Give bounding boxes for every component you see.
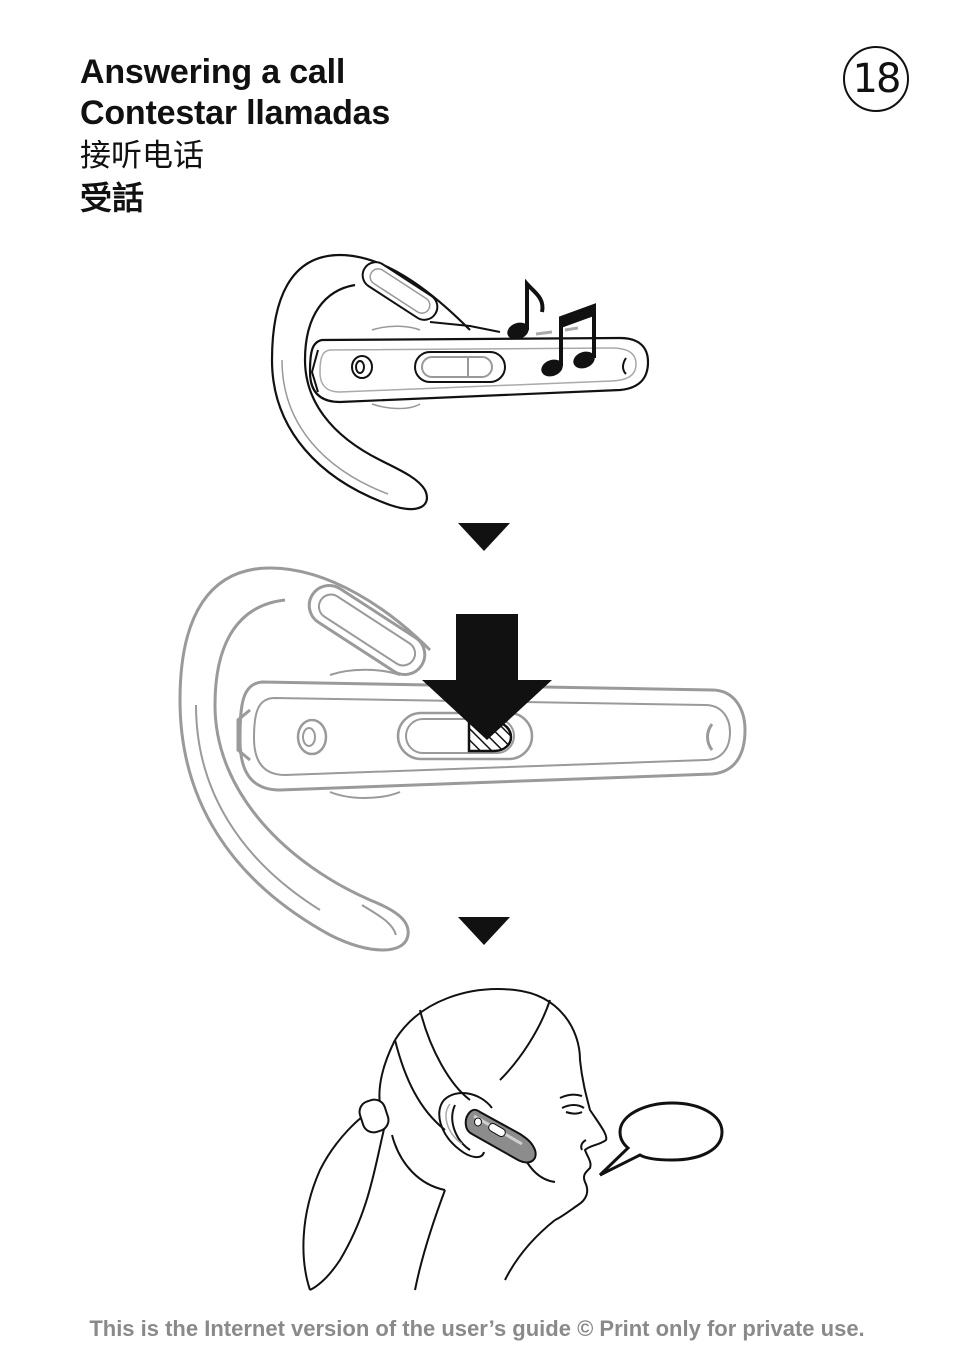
speech-bubble-icon — [598, 1101, 724, 1177]
headset-on-ear — [464, 1108, 537, 1164]
title-japanese: 受話 — [80, 179, 145, 217]
title-block: Answering a call Contestar llamadas 接听电话… — [80, 52, 390, 218]
page-number-badge: 18 — [843, 46, 909, 112]
title-chinese: 接听电话 — [80, 138, 204, 174]
footer-notice: This is the Internet version of the user… — [89, 1316, 865, 1341]
down-arrow-icon — [458, 523, 510, 551]
music-notes-icon — [507, 278, 596, 377]
press-arrow-icon — [422, 614, 552, 740]
person-talking — [302, 988, 608, 1291]
down-arrow-icon — [458, 917, 510, 945]
title-english: Answering a call — [80, 53, 346, 91]
title-spanish: Contestar llamadas — [80, 94, 391, 132]
answer-call-illustration — [178, 253, 747, 1291]
headset-ringing — [270, 253, 650, 511]
